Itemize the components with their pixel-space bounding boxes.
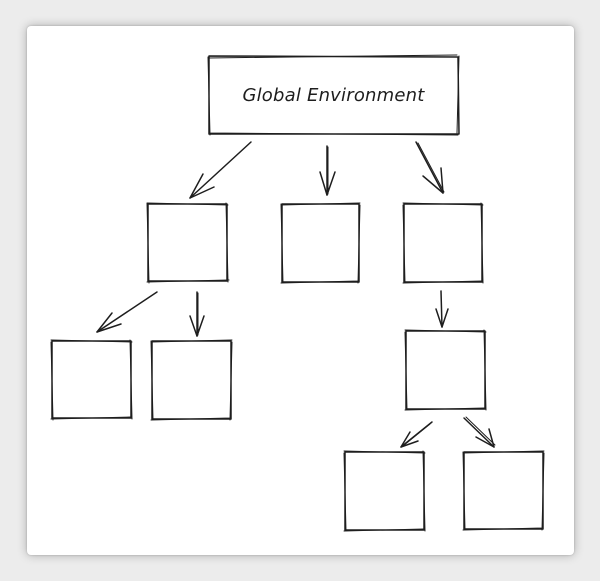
arrow-left-to-left-b: [189, 291, 205, 337]
arrow-root-to-right: [415, 141, 445, 194]
level1-node-right: [402, 202, 484, 284]
root-node-global-environment: [207, 54, 460, 136]
canvas-card: [27, 26, 574, 555]
arrow-left-to-left-a: [96, 291, 158, 333]
arrow-root-to-left: [189, 141, 252, 199]
arrow-root-to-middle: [319, 145, 336, 196]
level2-node-right: [404, 329, 487, 411]
arrow-right-to-level2: [435, 290, 449, 328]
level3-node-left: [343, 450, 426, 532]
root-node-label: Global Environment: [242, 84, 425, 106]
level3-node-right: [462, 450, 545, 531]
arrow-level2-to-level3-left: [400, 421, 433, 448]
level1-node-left: [146, 202, 230, 284]
level2-node-left-a: [50, 339, 133, 421]
level1-node-middle: [280, 202, 361, 284]
level2-node-left-b: [150, 339, 233, 421]
arrow-level2-to-level3-right: [463, 416, 496, 448]
